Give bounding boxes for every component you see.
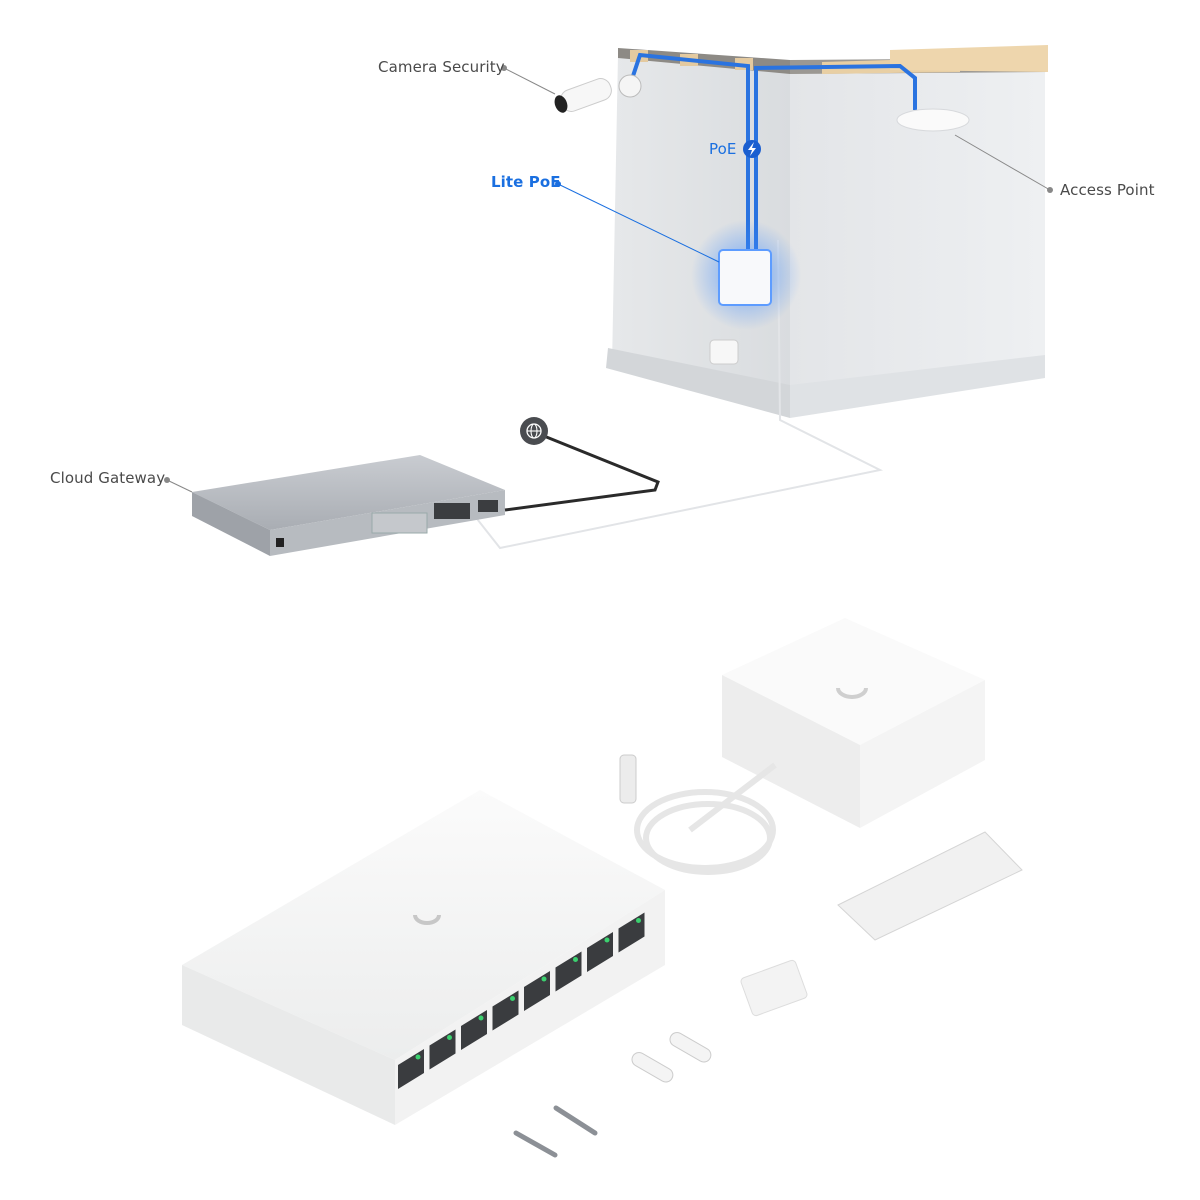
leader-lines [164,65,1053,493]
screws [513,1105,598,1158]
wan-cable [504,430,660,512]
rj45-ports [398,912,645,1089]
label-access-point: Access Point [1060,181,1155,199]
camera-device [554,74,642,113]
label-lite-poe: Lite PoE [491,173,561,191]
port-led [604,937,610,943]
globe-icon [520,417,548,445]
power-cable [625,759,777,875]
port-led [510,996,515,1001]
label-poe: PoE [709,140,737,158]
port-led [447,1035,452,1040]
port-led [636,918,641,923]
label-camera-security: Camera Security [378,58,505,76]
port-led [415,1054,421,1060]
port-led [573,957,578,962]
wall-anchors [631,1032,712,1083]
access-point-device [896,108,970,132]
dc-plug [619,754,637,804]
lite-poe-switch [718,249,772,306]
port-led [478,1015,484,1021]
label-cloud-gateway: Cloud Gateway [50,469,166,487]
port-led [541,976,547,982]
power-adapter-wall [709,339,739,365]
power-adapter [722,618,985,828]
mounting-bracket [837,831,1023,941]
lightning-bolt-icon [743,140,761,158]
cloud-gateway-device [192,455,505,556]
adhesive-mount [740,959,808,1017]
